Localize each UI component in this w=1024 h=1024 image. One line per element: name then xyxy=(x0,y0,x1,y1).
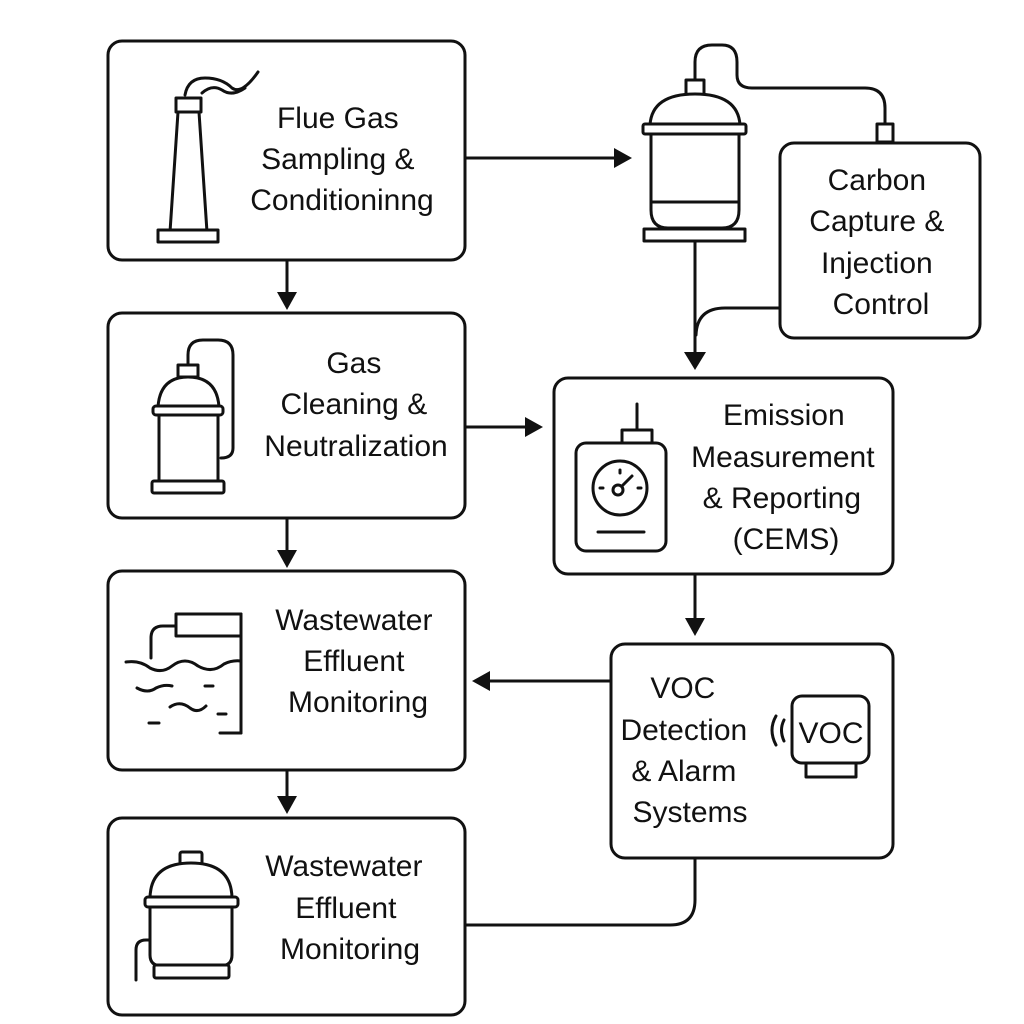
edge-carbon-to-emission xyxy=(694,306,782,337)
voc-badge-label: VOC xyxy=(798,717,863,750)
arrowhead-icon xyxy=(277,796,297,814)
filter-vessel-icon xyxy=(134,850,240,982)
node-gas-cleaning[interactable]: Gas Cleaning & Neutralization xyxy=(106,311,467,520)
node-emission-measurement[interactable]: Emission Measurement & Reporting (CEMS) xyxy=(552,376,895,576)
arrowhead-icon xyxy=(614,148,632,168)
edge-vessel-to-carbon xyxy=(693,43,887,128)
arrowhead-icon xyxy=(525,417,543,437)
node-label: Gas Cleaning & Neutralization xyxy=(264,347,447,463)
node-label: Carbon Capture & Injection Control xyxy=(809,164,952,321)
arrowhead-icon xyxy=(277,550,297,568)
node-flue-gas[interactable]: Flue Gas Sampling & Conditioninng xyxy=(106,39,467,262)
arrowhead-icon xyxy=(684,352,706,370)
node-carbon-capture[interactable]: Carbon Capture & Injection Control xyxy=(778,141,982,340)
voc-sensor-icon: VOC xyxy=(770,694,871,779)
node-label: Flue Gas Sampling & Conditioninng xyxy=(250,102,433,217)
scrubber-vessel-icon xyxy=(641,78,748,243)
connector-port-icon xyxy=(875,122,895,144)
node-label: Wastewater Effluent Monitoring xyxy=(275,604,441,719)
edge-voc-to-wastewater-2 xyxy=(463,856,697,927)
arrowhead-icon xyxy=(472,671,490,691)
arrowhead-icon xyxy=(685,618,705,636)
node-box xyxy=(778,141,982,340)
connectors xyxy=(277,43,895,927)
node-label: Wastewater Effluent Monitoring xyxy=(265,850,431,966)
water-tank-icon xyxy=(124,612,243,735)
gas-cylinder-icon xyxy=(150,338,235,495)
node-wastewater-1[interactable]: Wastewater Effluent Monitoring xyxy=(106,569,467,772)
arrowhead-icon xyxy=(277,292,297,310)
node-label: Emission Measurement & Reporting (CEMS) xyxy=(691,399,883,556)
node-voc-detection[interactable]: VOC Detection & Alarm Systems VOC xyxy=(609,642,895,860)
node-label: VOC Detection & Alarm Systems xyxy=(620,672,755,829)
gauge-meter-icon xyxy=(574,402,668,553)
smokestack-icon xyxy=(156,70,260,244)
node-wastewater-2[interactable]: Wastewater Effluent Monitoring xyxy=(106,816,467,1017)
